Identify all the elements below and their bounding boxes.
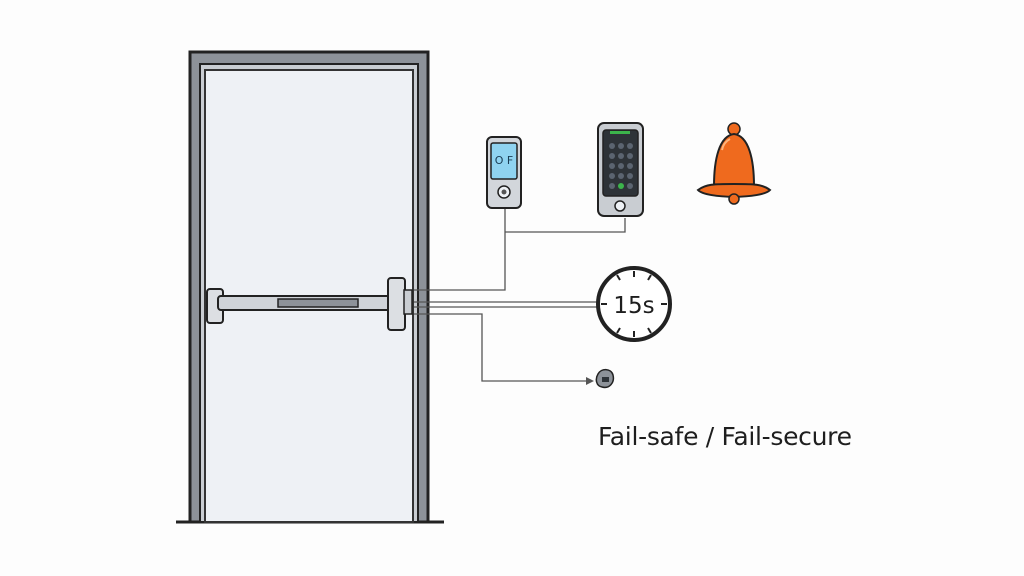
wire-card-reader (414, 207, 506, 291)
wire-keypad (505, 218, 626, 233)
keypad-buttons (609, 143, 633, 189)
sensor-icon (595, 368, 615, 389)
alarm-bell-icon (696, 122, 772, 205)
card-reader-icon: O F (486, 136, 522, 209)
wire-sensor-arrow (586, 377, 594, 385)
wire-sensor (414, 313, 588, 382)
exit-bar-latch (403, 289, 413, 315)
fail-mode-label: Fail-safe / Fail-secure (598, 422, 852, 451)
keypad-icon (597, 122, 644, 217)
wiring (414, 207, 626, 382)
exit-bar-push-pad (277, 298, 359, 308)
exit-bar-right-mount (387, 277, 406, 331)
card-reader-screen-text: O F (495, 154, 513, 167)
panic-exit-bar (206, 277, 413, 331)
timer-value: 15s (613, 293, 654, 319)
timer-icon: 15s (596, 266, 672, 342)
